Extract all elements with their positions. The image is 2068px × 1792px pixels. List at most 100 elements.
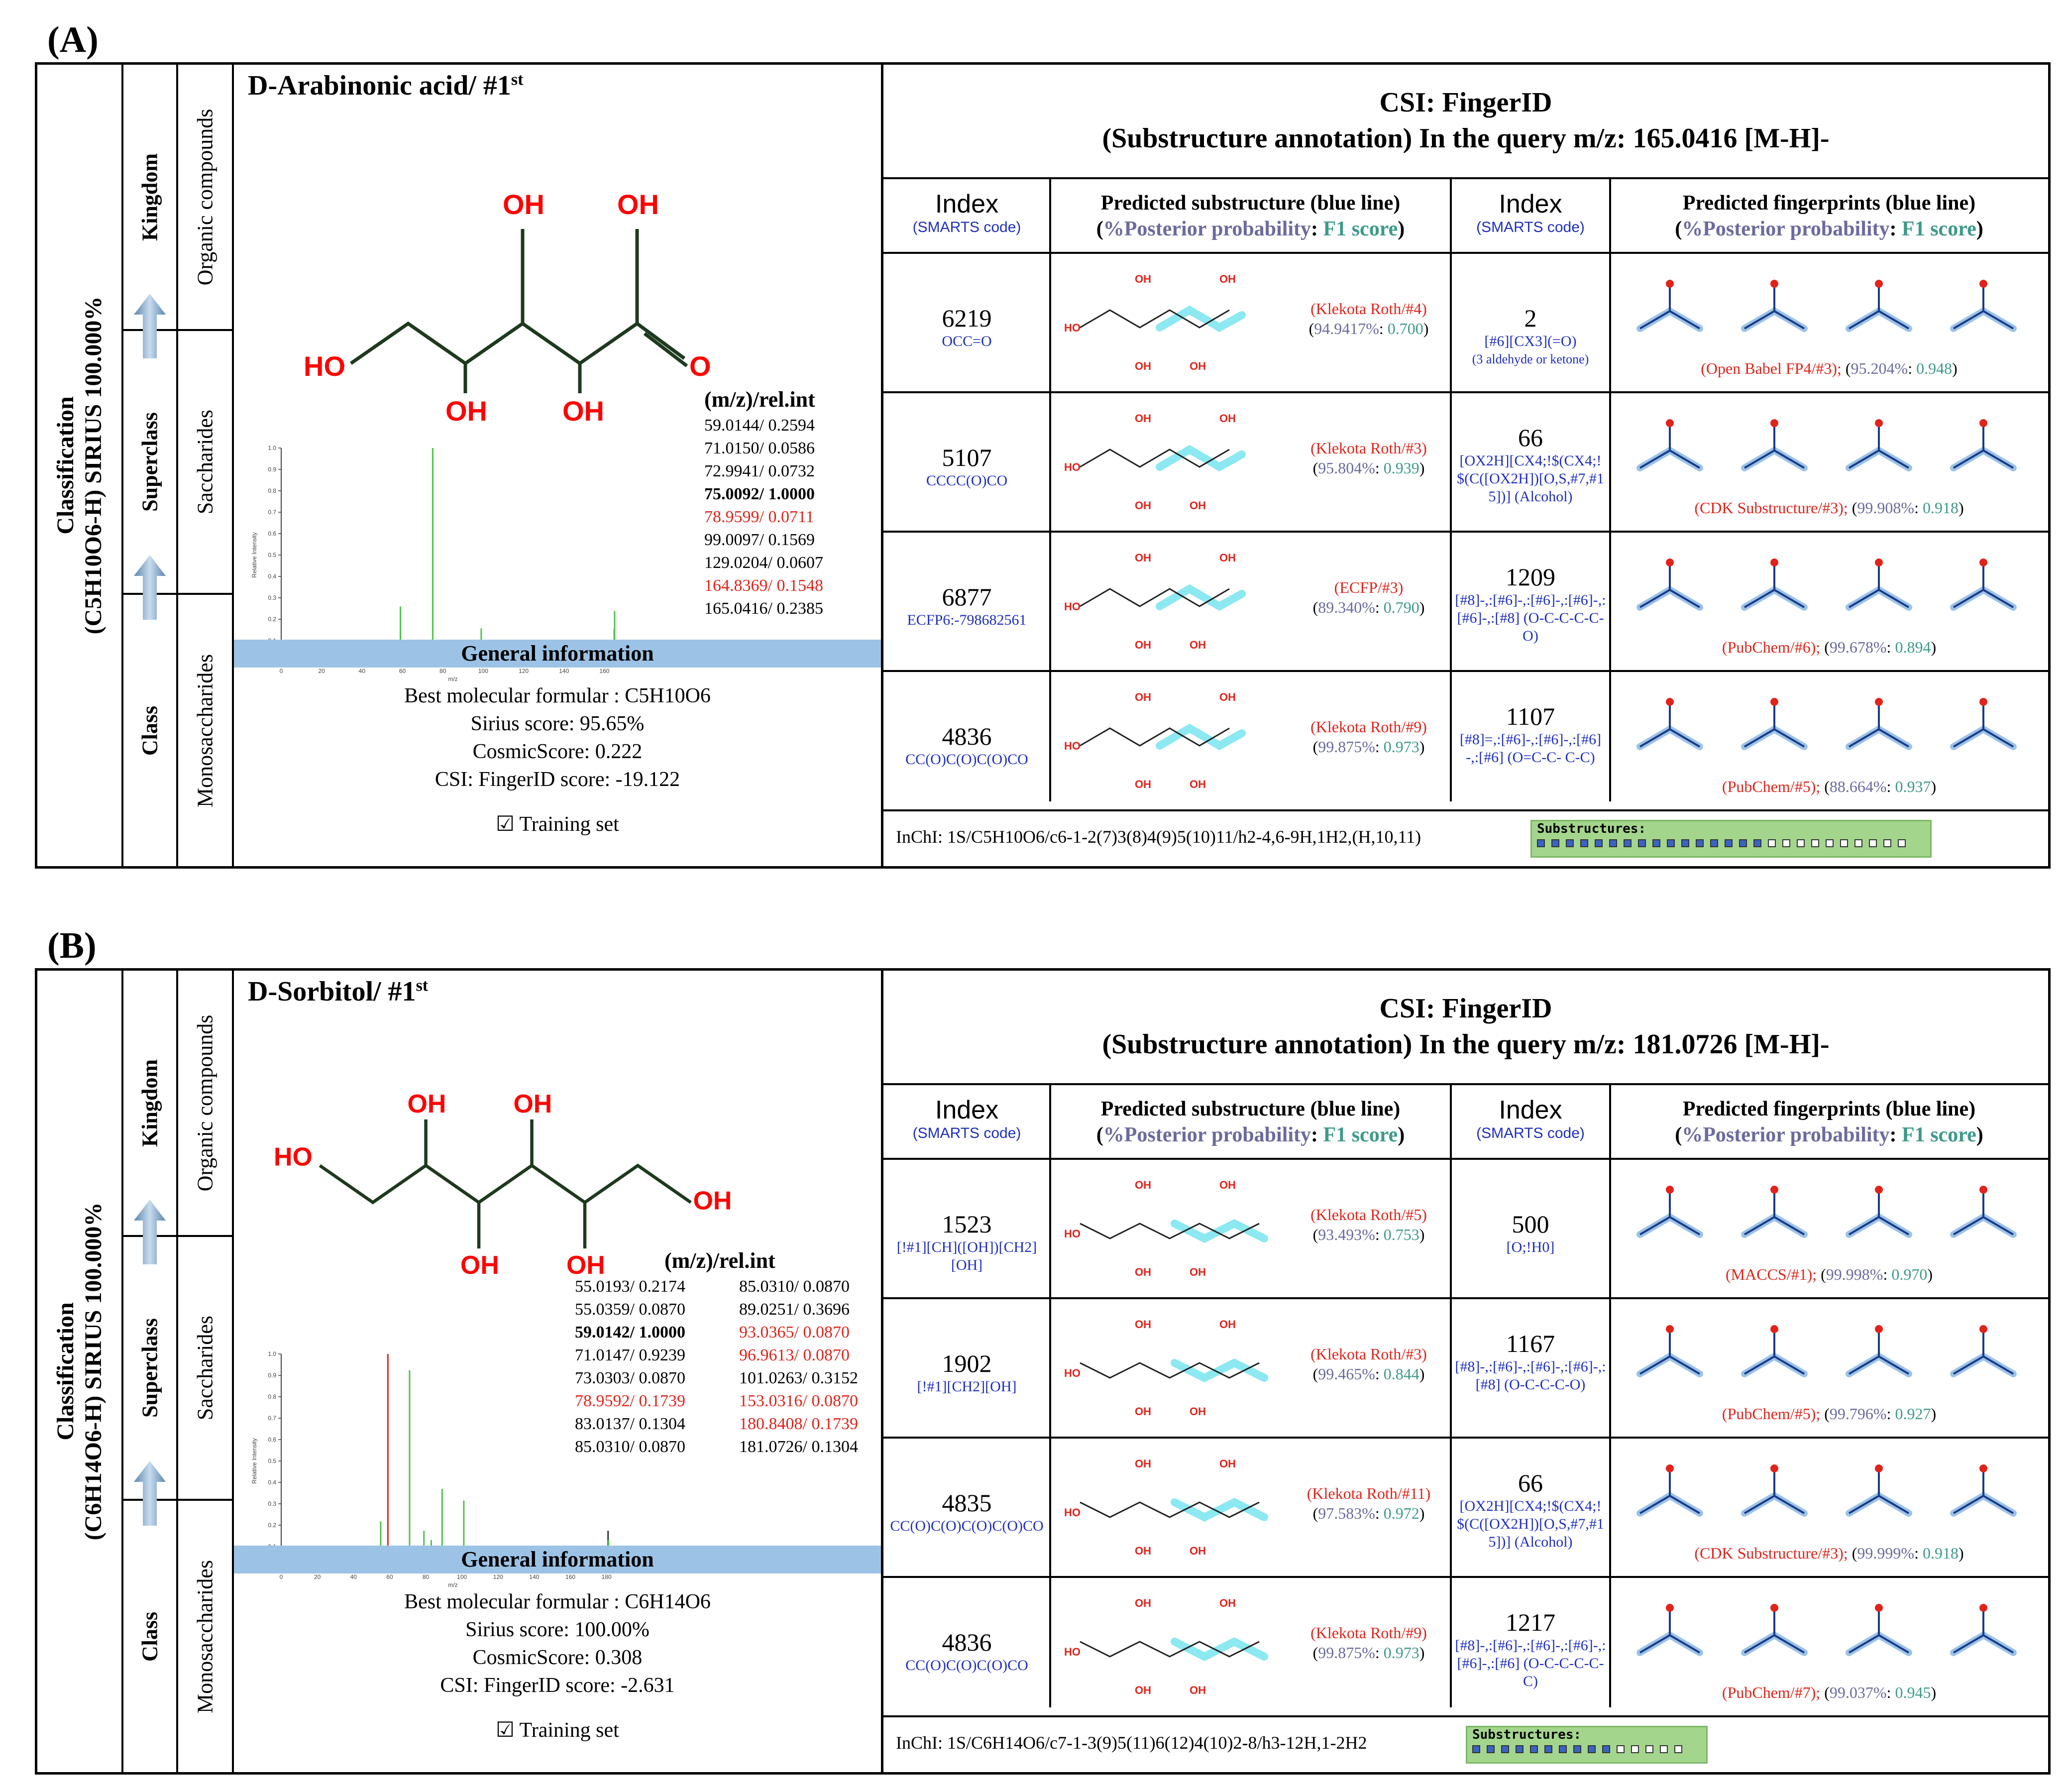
csi-header: CSI: FingerID(Substructure annotation) I… bbox=[883, 65, 2048, 179]
fingerprint-caption: (MACCS/#1); (99.998%: 0.970) bbox=[1726, 1265, 1933, 1283]
svg-text:OH: OH bbox=[1135, 1597, 1151, 1609]
substructure-square bbox=[1681, 839, 1689, 847]
x-tick-label: 20 bbox=[314, 1573, 321, 1580]
x-tick-label: 40 bbox=[350, 1573, 357, 1580]
csi-subtitle: (Substructure annotation) In the query m… bbox=[1102, 123, 1830, 154]
svg-text:OH: OH bbox=[503, 189, 544, 220]
mz-value: 59.0144/ 0.2594 bbox=[704, 416, 815, 435]
x-tick-label: 120 bbox=[519, 668, 529, 674]
fingerprint-pp: 99.796% bbox=[1829, 1405, 1887, 1423]
svg-text:HO: HO bbox=[1064, 322, 1081, 334]
fingerprint-pp: 99.678% bbox=[1829, 638, 1887, 656]
mz-value: 164.8369/ 0.1548 bbox=[704, 576, 823, 595]
substructure-index: 4835 bbox=[942, 1489, 992, 1517]
mz-header: (m/z)/rel.int bbox=[664, 1248, 775, 1273]
y-tick-label: 0.2 bbox=[268, 616, 276, 623]
substructure-square bbox=[1573, 1745, 1581, 1753]
substructure-square bbox=[1869, 839, 1877, 847]
substructure-square bbox=[1660, 1745, 1668, 1753]
fingerprint-f1: 0.918 bbox=[1922, 499, 1959, 517]
taxonomy-level-superclass: Superclass bbox=[137, 412, 162, 512]
cosmic-score: CosmicScore: 0.222 bbox=[472, 740, 643, 763]
substructure-index: 6877 bbox=[942, 583, 992, 611]
table-row-fingerprints: (Open Babel FP4/#3); (95.204%: 0.948) bbox=[1610, 254, 2048, 393]
col-header-substructure: Predicted substructure (blue line)(%Post… bbox=[1050, 1085, 1451, 1160]
mz-value: 129.0204/ 0.0607 bbox=[704, 554, 823, 572]
svg-text:HO: HO bbox=[1064, 1367, 1081, 1379]
svg-text:OH: OH bbox=[1135, 639, 1151, 651]
mz-value: 78.9599/ 0.0711 bbox=[704, 508, 814, 526]
mz-header: (m/z)/rel.int bbox=[704, 387, 815, 412]
substructure-caption: (Klekota Roth/#11) (97.583%: 0.972) bbox=[1289, 1483, 1448, 1523]
substructure-square bbox=[1487, 1745, 1495, 1753]
substructure-source: (ECFP/#3) bbox=[1334, 578, 1404, 596]
taxonomy-level-class: Class bbox=[137, 1611, 162, 1662]
table-row-index: 1523 [!#1][CH]([OH])[CH2][OH] bbox=[883, 1160, 1050, 1299]
mz-value: 59.0142/ 1.0000 bbox=[575, 1323, 685, 1342]
mz-value: 153.0316/ 0.0870 bbox=[739, 1392, 858, 1410]
table-row-fp-index: 1209 [#8]-,:[#6]-,:[#6]-,:[#6]-,:[#6]-,:… bbox=[1451, 533, 1610, 672]
table-row-index: 4835 CC(O)C(O)C(O)C(O)CO bbox=[883, 1439, 1050, 1578]
substructure-square bbox=[1551, 839, 1559, 847]
substructure-f1: 0.972 bbox=[1383, 1504, 1419, 1522]
substructure-pp: 93.493% bbox=[1318, 1226, 1375, 1243]
taxonomy-value-superclass: Saccharides bbox=[193, 409, 218, 515]
x-axis-label: m/z bbox=[448, 1581, 457, 1588]
x-tick-label: 160 bbox=[599, 668, 609, 674]
table-row-fingerprints: (CDK Substructure/#3); (99.999%: 0.918) bbox=[1610, 1439, 2048, 1578]
table-row-fingerprints: (MACCS/#1); (99.998%: 0.970) bbox=[1610, 1160, 2048, 1299]
substructure-source: (Klekota Roth/#4) bbox=[1310, 300, 1427, 318]
mz-value: 101.0263/ 0.3152 bbox=[739, 1369, 858, 1387]
csi-column: CSI: FingerID(Substructure annotation) I… bbox=[883, 65, 2048, 866]
svg-text:HO: HO bbox=[1064, 1646, 1081, 1658]
svg-text:OH: OH bbox=[1135, 1318, 1151, 1331]
svg-text:OH: OH bbox=[1135, 691, 1151, 703]
y-tick-label: 1.0 bbox=[268, 1350, 276, 1357]
fingerprint-molecule-image bbox=[1636, 1604, 2017, 1656]
table-row-fingerprints: (PubChem/#7); (99.037%: 0.945) bbox=[1610, 1578, 2048, 1717]
svg-text:OH: OH bbox=[1135, 1179, 1151, 1191]
col-header-fp-index: Index(SMARTS code) bbox=[1451, 1085, 1610, 1160]
csi-header: CSI: FingerID(Substructure annotation) I… bbox=[883, 971, 2048, 1085]
mz-value: 85.0310/ 0.0870 bbox=[575, 1438, 685, 1456]
substructure-square bbox=[1753, 839, 1761, 847]
x-axis-label: m/z bbox=[448, 675, 457, 682]
classification-label: Classification(C5H10O6-H) SIRIUS 100.000… bbox=[52, 296, 107, 635]
table-row-fp-index: 66 [OX2H][CX4;!$(CX4;!$(C([OX2H])[O,S,#7… bbox=[1451, 393, 1610, 533]
inchi: InChI: 1S/C6H14O6/c7-1-3(9)5(11)6(12)4(1… bbox=[896, 1733, 1367, 1753]
substructure-square bbox=[1725, 839, 1733, 847]
fingerprint-source: (PubChem/#5); bbox=[1722, 1405, 1821, 1423]
mz-value: 83.0137/ 0.1304 bbox=[575, 1415, 685, 1433]
fingerprint-molecule-image bbox=[1636, 698, 2017, 750]
y-tick-label: 0.5 bbox=[268, 1457, 276, 1464]
fingerprint-smarts: [#8]-,:[#6]-,:[#6]-,:[#6]-,:[#6]-,:[#6] … bbox=[1455, 1637, 1606, 1689]
mz-value: 181.0726/ 0.1304 bbox=[739, 1438, 858, 1456]
svg-text:OH: OH bbox=[1219, 1457, 1236, 1470]
substructure-square bbox=[1530, 1745, 1538, 1753]
substructure-square bbox=[1638, 839, 1646, 847]
panel-letter-b: (B) bbox=[47, 925, 97, 966]
table-row-index: 4836 CC(O)C(O)C(O)CO bbox=[883, 672, 1050, 811]
substructure-smarts: CC(O)C(O)C(O)CO bbox=[905, 751, 1028, 768]
fingerprint-f1: 0.927 bbox=[1895, 1405, 1931, 1423]
substructure-square bbox=[1537, 839, 1545, 847]
mz-value: 165.0416/ 0.2385 bbox=[704, 599, 823, 618]
mz-value: 72.9941/ 0.0732 bbox=[704, 462, 815, 480]
substructure-source: (Klekota Roth/#9) bbox=[1310, 1624, 1427, 1642]
svg-text:OH: OH bbox=[1219, 691, 1236, 703]
svg-text:OH: OH bbox=[566, 1250, 605, 1279]
fingerprint-pp: 99.037% bbox=[1829, 1683, 1887, 1701]
substructure-bar: Substructures: bbox=[1530, 820, 1932, 858]
x-tick-label: 140 bbox=[559, 668, 569, 674]
fingerprint-source: (MACCS/#1); bbox=[1726, 1265, 1817, 1283]
fingerprint-index: 66 bbox=[1518, 1469, 1543, 1497]
substructure-source: (Klekota Roth/#3) bbox=[1310, 439, 1427, 457]
classification-label: Classification(C6H14O6-H) SIRIUS 100.000… bbox=[52, 1202, 107, 1541]
fingerprint-index: 1217 bbox=[1506, 1608, 1555, 1636]
table-row-index: 1902 [!#1][CH2][OH] bbox=[883, 1299, 1050, 1439]
